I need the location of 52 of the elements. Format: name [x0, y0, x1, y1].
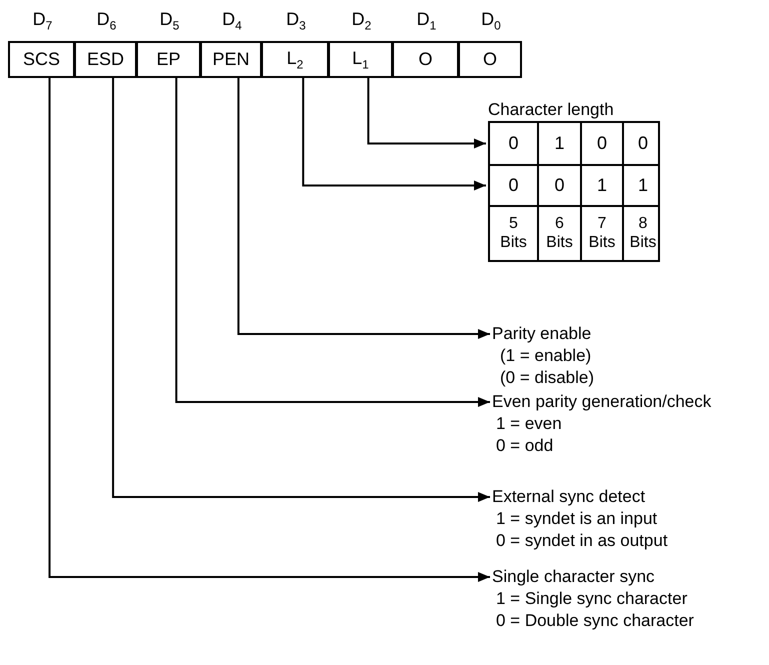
value-meaning: (0 = disable)	[499, 367, 594, 389]
value-meaning: 0 = syndet in as output	[495, 530, 668, 552]
register-bit-cell	[8, 41, 75, 78]
register-bit-cell	[261, 41, 329, 78]
bit-field-name: O	[482, 49, 497, 70]
register-bit-cell	[328, 41, 393, 78]
field-name: External sync detect	[492, 486, 646, 508]
bit-field-name: L$_{1}$	[352, 48, 369, 72]
table-cell-text: 5 Bits	[499, 214, 528, 252]
value-meaning: 1 = Single sync character	[495, 588, 688, 610]
table-cell: 7 Bits	[580, 207, 622, 260]
connector-arrow	[175, 78, 490, 407]
value-meaning: 1 = syndet is an input	[495, 508, 658, 530]
register-bit-cell	[74, 41, 137, 78]
value-meaning: (1 = enable)	[499, 345, 592, 367]
bit-number: D$_{2}$	[350, 8, 372, 35]
bit-field-name: EP	[156, 49, 180, 70]
table-row	[488, 205, 660, 262]
field-name: Parity enable	[492, 323, 592, 345]
bit-number: D$_{1}$	[416, 8, 438, 35]
table-heading: Character length	[488, 100, 614, 120]
connector-arrow	[48, 78, 490, 582]
field-name: Even parity generation/check	[492, 391, 712, 413]
register-bit-cell	[200, 41, 262, 78]
bit-number: D$_{4}$	[221, 8, 243, 35]
bit-field-name: O	[418, 49, 432, 70]
bit-field-name: PEN	[212, 49, 250, 70]
value-meaning: 1 = even	[495, 413, 563, 435]
connector-arrow	[302, 78, 486, 190]
register-bit-cell	[392, 41, 459, 78]
bit-field-name: L$_{2}$	[286, 48, 304, 72]
register-bit-cell	[458, 41, 522, 78]
connector-arrow	[367, 78, 486, 148]
table-row	[488, 121, 660, 166]
table-cell: 6 Bits	[537, 207, 580, 260]
value-meaning: 0 = odd	[495, 435, 554, 457]
bit-field-name: ESD	[86, 49, 124, 70]
bit-number: D$_{6}$	[96, 8, 118, 35]
table-cell: 8 Bits	[622, 207, 662, 260]
table-cell-text: 0	[507, 132, 520, 156]
value-meaning: 0 = Double sync character	[495, 610, 694, 632]
bit-number: D$_{0}$	[480, 8, 502, 35]
table-row	[488, 164, 660, 207]
bit-field-name: SCS	[22, 49, 60, 70]
register-bit-cell	[136, 41, 201, 78]
bit-number: D$_{7}$	[32, 8, 54, 35]
bit-number: D$_{3}$	[285, 8, 307, 35]
bit-number: D$_{5}$	[158, 8, 180, 35]
connector-arrow	[237, 78, 490, 339]
table-cell-text: 0	[507, 174, 520, 198]
field-name: Single character sync	[492, 566, 656, 588]
connector-arrow	[112, 78, 490, 502]
